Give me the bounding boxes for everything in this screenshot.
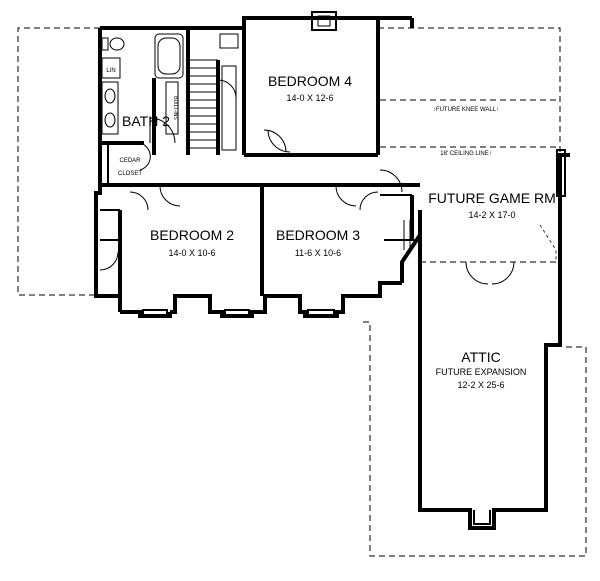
- attic-subtitle: FUTURE EXPANSION: [436, 367, 527, 377]
- chimney: [311, 11, 337, 31]
- attic-walls: [376, 16, 570, 530]
- game-room-dims: 14-2 X 17-0: [468, 210, 515, 220]
- windows: [142, 220, 411, 317]
- vanity: [101, 81, 119, 135]
- exterior-walls: [94, 16, 422, 318]
- bedroom2-name: BEDROOM 2: [150, 227, 234, 243]
- doors: [99, 79, 515, 285]
- game-room-window: [556, 149, 566, 197]
- bedroom3-name: BEDROOM 3: [276, 227, 360, 243]
- linen-closet: [101, 57, 121, 79]
- ceiling-line-note: 18' CEILING LINE↑: [440, 151, 492, 157]
- interior-walls: [100, 28, 420, 296]
- lower-floor-outline: [17, 27, 587, 557]
- linen-label: LIN: [106, 68, 115, 74]
- staircase: [190, 33, 239, 151]
- cedar-closet-label-2: CLOSET: [118, 171, 142, 177]
- built-ins-label: BUILT-INS: [172, 96, 178, 120]
- built-ins: [165, 81, 179, 135]
- attic-name: ATTIC: [461, 349, 500, 365]
- bedroom2-dims: 14-0 X 10-6: [168, 248, 215, 258]
- game-room-name: FUTURE GAME RM: [428, 190, 556, 206]
- toilet: [109, 37, 125, 51]
- bedroom4-name: BEDROOM 4: [268, 73, 352, 89]
- knee-wall-note: ↑FUTURE KNEE WALL↑: [433, 107, 499, 113]
- cedar-closet-label-1: CEDAR: [119, 158, 141, 164]
- bath-fixtures: [101, 33, 184, 135]
- bathtub: [154, 33, 184, 79]
- bath2-name: BATH 2: [122, 113, 170, 129]
- bedroom4-dims: 14-0 X 12-6: [286, 93, 333, 103]
- bedroom3-dims: 11-6 X 10-6: [295, 248, 341, 258]
- attic-dims: 12-2 X 25-6: [457, 380, 504, 390]
